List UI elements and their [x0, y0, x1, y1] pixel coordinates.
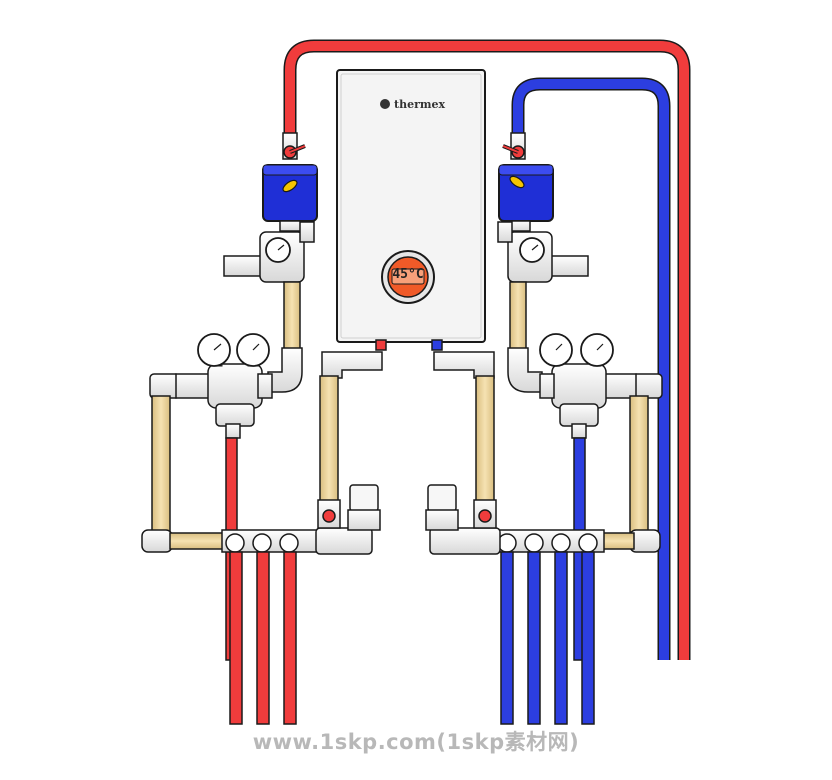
brass-pipe	[629, 395, 649, 533]
pressure-gauge-icon	[265, 237, 291, 263]
ball-valve-icon[interactable]	[317, 499, 341, 529]
pressure-gauge-icon	[519, 237, 545, 263]
brass-pipe	[283, 281, 301, 353]
motorized-valve-icon[interactable]	[262, 164, 318, 232]
hot-pipe	[283, 551, 297, 725]
pressure-gauge-icon	[225, 533, 245, 553]
relief-valve	[347, 484, 381, 531]
pressure-gauge-icon	[252, 533, 272, 553]
pressure-gauge-icon	[551, 533, 571, 553]
cold-pipe	[527, 551, 541, 725]
temperature-display[interactable]	[381, 250, 435, 304]
heater-brand-label: thermex	[394, 97, 446, 111]
brass-pipe	[151, 395, 171, 533]
brass-pipe	[509, 281, 527, 353]
cold-pipe	[554, 551, 568, 725]
water-heater	[336, 69, 486, 351]
tee-fitting	[315, 527, 373, 555]
ball-valve-icon[interactable]	[282, 132, 306, 160]
pressure-gauge-icon	[580, 333, 614, 367]
hot-pipe	[229, 551, 243, 725]
relief-valve	[425, 484, 459, 531]
pressure-gauge-icon	[236, 333, 270, 367]
pressure-gauge-icon	[524, 533, 544, 553]
brass-pipe	[319, 375, 339, 505]
pressure-reducer-double-right	[539, 363, 663, 439]
elbow-fitting	[433, 351, 495, 379]
ball-valve-icon[interactable]	[502, 132, 526, 160]
cold-supply-loop	[511, 77, 671, 660]
tee-fitting	[429, 527, 501, 555]
cold-pipe	[581, 551, 595, 725]
watermark: www.1skp.com(1skp素材网)	[252, 730, 580, 754]
cold-pipe	[500, 551, 514, 725]
brass-pipe	[475, 375, 495, 505]
hot-supply-loop	[283, 39, 691, 660]
pressure-gauge-icon	[279, 533, 299, 553]
brand-mark-icon	[380, 99, 390, 109]
heater-brand-logo: thermex	[380, 95, 470, 113]
elbow-fitting	[267, 347, 303, 393]
pressure-gauge-icon	[578, 533, 598, 553]
motorized-valve-icon[interactable]	[498, 164, 554, 232]
ball-valve-icon[interactable]	[473, 499, 497, 529]
elbow-fitting	[321, 351, 383, 379]
hot-pipe	[256, 551, 270, 725]
manifold-right	[495, 529, 661, 553]
pressure-gauge-icon	[539, 333, 573, 367]
pressure-gauge-icon	[197, 333, 231, 367]
elbow-fitting	[507, 347, 543, 393]
temperature-readout: 45°C	[392, 267, 424, 282]
